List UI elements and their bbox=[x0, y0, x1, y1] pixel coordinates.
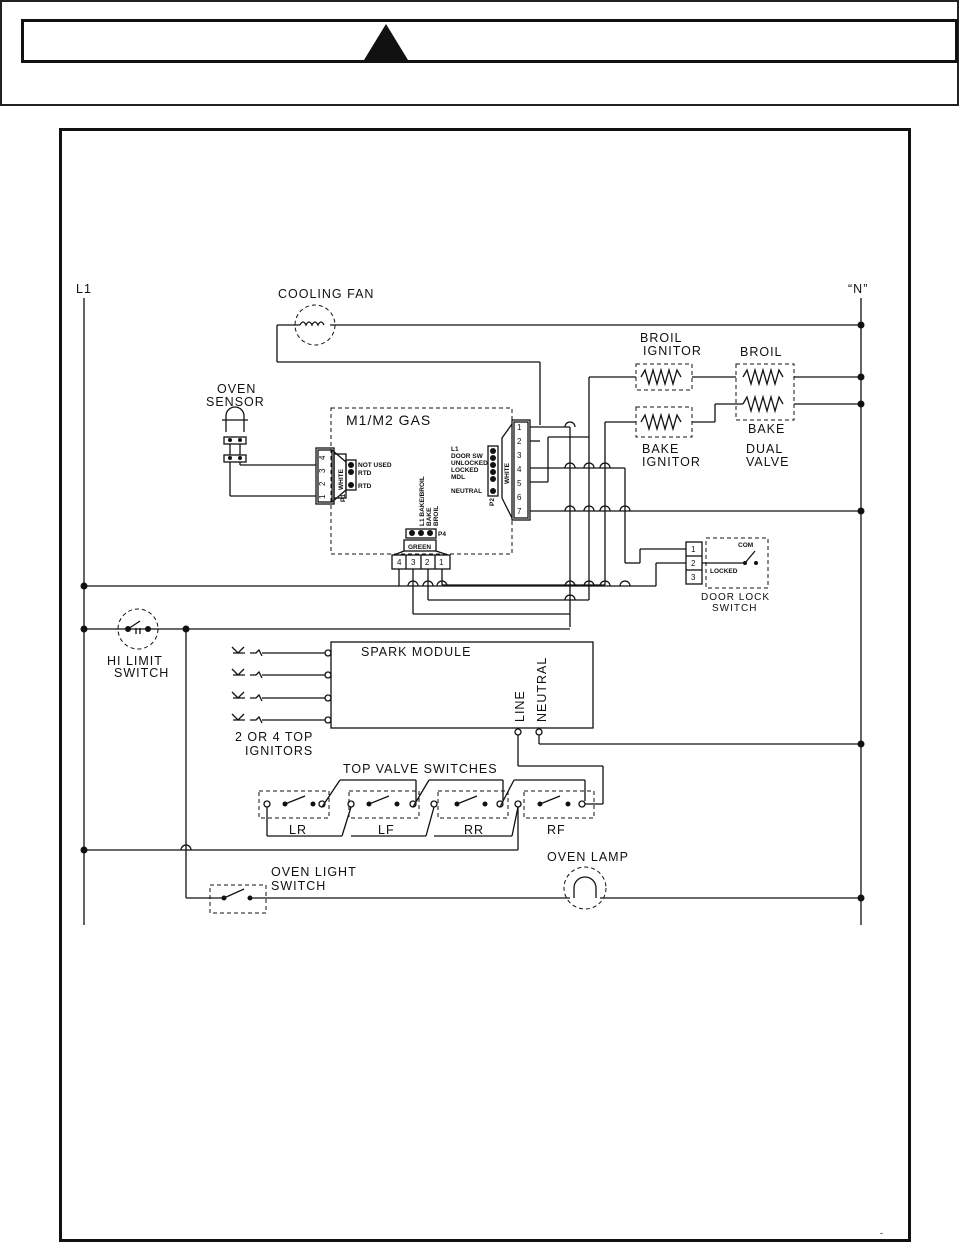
top-ignitors-label-1: 2 OR 4 TOP bbox=[235, 730, 313, 744]
oven-sensor-icon bbox=[225, 406, 245, 432]
p1-label: P1 bbox=[340, 494, 347, 502]
fan-coil bbox=[299, 321, 325, 327]
p4-note-2: BAKE bbox=[426, 507, 433, 526]
p4-label: P4 bbox=[438, 531, 446, 538]
svg-text:1: 1 bbox=[318, 494, 327, 499]
junction-dots bbox=[80, 321, 865, 902]
valve-switch-lr bbox=[258, 790, 330, 819]
svg-text:2: 2 bbox=[691, 559, 696, 568]
diagram-frame bbox=[59, 128, 911, 1242]
p1-note-1: NOT USED bbox=[358, 462, 392, 469]
svg-text:1: 1 bbox=[517, 423, 522, 432]
bake-ignitor-label-1: BAKE bbox=[642, 442, 679, 456]
svg-text:4: 4 bbox=[397, 558, 402, 567]
svg-text:3: 3 bbox=[691, 573, 696, 582]
hi-limit-label-2: SWITCH bbox=[114, 666, 169, 680]
svg-text:2: 2 bbox=[425, 558, 430, 567]
p2-note-1: L1 bbox=[451, 446, 459, 453]
door-locked-label: LOCKED bbox=[710, 568, 738, 575]
footer-mark: - bbox=[880, 1228, 883, 1238]
door-lock-label-1: DOOR LOCK bbox=[701, 592, 770, 603]
p2-connector bbox=[511, 419, 531, 521]
hi-limit-switch bbox=[117, 608, 159, 650]
bake-ignitor bbox=[635, 406, 693, 438]
valve-switch-lf bbox=[347, 790, 420, 819]
valve-label-lr: LR bbox=[289, 823, 307, 837]
svg-text:2: 2 bbox=[517, 437, 522, 446]
valve-switch-rr bbox=[430, 790, 509, 819]
oven-sensor-label-2: SENSOR bbox=[206, 395, 265, 409]
bake-label: BAKE bbox=[748, 422, 785, 436]
p2-note-6: NEUTRAL bbox=[451, 488, 482, 495]
p2-color-label: WHITE bbox=[504, 462, 511, 484]
door-com-label: COM bbox=[738, 542, 753, 549]
p1-color-label: WHITE bbox=[338, 468, 345, 490]
svg-text:2: 2 bbox=[318, 481, 327, 486]
spark-line-label: LINE bbox=[513, 690, 527, 722]
cooling-fan-icon bbox=[294, 304, 336, 346]
svg-text:1: 1 bbox=[439, 558, 444, 567]
oven-sensor-label-1: OVEN bbox=[217, 382, 256, 396]
svg-text:5: 5 bbox=[517, 479, 522, 488]
p2-note-3: UNLOCKED bbox=[451, 460, 488, 467]
p4-color-label: GREEN bbox=[408, 544, 431, 551]
valve-label-rr: RR bbox=[464, 823, 484, 837]
warning-box bbox=[0, 0, 959, 106]
p4-connector bbox=[405, 528, 437, 539]
top-ignitors-label-2: IGNITORS bbox=[245, 744, 313, 758]
svg-text:3: 3 bbox=[318, 468, 327, 473]
bake-ignitor-label-2: IGNITOR bbox=[642, 455, 701, 469]
door-lock-label-2: SWITCH bbox=[712, 603, 757, 614]
control-board-label: M1/M2 GAS bbox=[346, 412, 431, 428]
p4-note-1: L1 BAKE/BROIL bbox=[419, 476, 426, 526]
p1-note-2: RTD bbox=[358, 470, 372, 477]
broil-ignitor-label-1: BROIL bbox=[640, 331, 683, 345]
warning-triangle-icon bbox=[364, 24, 408, 60]
p2-note-5: MDL bbox=[451, 474, 465, 481]
svg-text:4: 4 bbox=[318, 455, 327, 460]
broil-label: BROIL bbox=[740, 345, 783, 359]
neutral-label: “N” bbox=[848, 282, 868, 296]
p2-label: P2 bbox=[489, 498, 496, 506]
broil-ignitor bbox=[635, 363, 693, 391]
spark-module-label: SPARK MODULE bbox=[361, 645, 471, 659]
valve-label-rf: RF bbox=[547, 823, 566, 837]
top-ignitors bbox=[231, 646, 332, 724]
spark-neutral-label: NEUTRAL bbox=[535, 657, 549, 722]
dual-valve bbox=[735, 363, 795, 421]
broil-ignitor-label-2: IGNITOR bbox=[643, 344, 702, 358]
cooling-fan-label: COOLING FAN bbox=[278, 287, 374, 301]
oven-light-label-1: OVEN LIGHT bbox=[271, 865, 357, 879]
p2-note-2: DOOR SW bbox=[451, 453, 484, 460]
p1-note-3: RTD bbox=[358, 483, 372, 490]
svg-text:1: 1 bbox=[691, 545, 696, 554]
oven-lamp-label: OVEN LAMP bbox=[547, 850, 629, 864]
svg-text:6: 6 bbox=[517, 493, 522, 502]
top-valve-switches-label: TOP VALVE SWITCHES bbox=[343, 762, 498, 776]
dual-valve-label-2: VALVE bbox=[746, 455, 789, 469]
oven-light-label-2: SWITCH bbox=[271, 879, 326, 893]
valve-label-lf: LF bbox=[378, 823, 395, 837]
p4-note-3: BROIL bbox=[433, 506, 440, 526]
warning-banner bbox=[21, 19, 958, 63]
hi-limit-label-1: HI LIMIT bbox=[107, 654, 163, 668]
l1-label: L1 bbox=[76, 282, 92, 296]
oven-lamp bbox=[563, 866, 607, 910]
svg-text:3: 3 bbox=[411, 558, 416, 567]
p2-note-4: LOCKED bbox=[451, 467, 479, 474]
dual-valve-label-1: DUAL bbox=[746, 442, 783, 456]
spark-module bbox=[330, 641, 594, 729]
valve-switch-rf bbox=[514, 790, 595, 819]
svg-text:4: 4 bbox=[517, 465, 522, 474]
svg-text:3: 3 bbox=[517, 451, 522, 460]
oven-light-switch bbox=[209, 884, 267, 914]
svg-text:7: 7 bbox=[517, 507, 522, 516]
